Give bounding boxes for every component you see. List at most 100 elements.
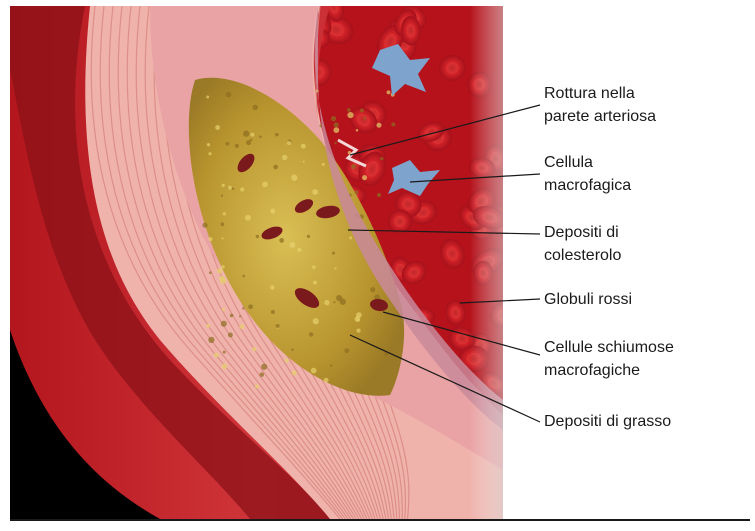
callout-foam-line2: macrofagiche bbox=[544, 359, 674, 382]
callout-foam-line1: Cellule schiumose bbox=[544, 336, 674, 359]
plaque-speckle bbox=[291, 175, 297, 181]
plaque-speckle bbox=[222, 363, 228, 369]
plaque-speckle bbox=[259, 372, 264, 377]
plaque-speckle bbox=[252, 347, 256, 351]
plaque-speckle bbox=[228, 333, 233, 338]
plaque-speckle bbox=[256, 235, 259, 238]
plaque-speckle bbox=[228, 186, 232, 190]
callout-cholesterol-line2: colesterolo bbox=[544, 244, 621, 267]
plaque-speckle bbox=[292, 370, 297, 375]
plaque-speckle bbox=[349, 236, 352, 239]
callout-rupture-line1: Rottura nella bbox=[544, 82, 656, 105]
plaque-speckle bbox=[245, 215, 251, 221]
plaque-speckle bbox=[301, 144, 306, 149]
plaque-speckle bbox=[208, 337, 214, 343]
plaque-speckle bbox=[303, 161, 305, 163]
plaque-speckle bbox=[391, 122, 395, 126]
plaque-speckle bbox=[273, 165, 278, 170]
plaque-speckle bbox=[221, 265, 224, 268]
plaque-speckle bbox=[248, 304, 253, 309]
callout-macrophage-line2: macrofagica bbox=[544, 174, 631, 197]
plaque-speckle bbox=[380, 157, 383, 160]
plaque-speckle bbox=[209, 237, 213, 241]
plaque-speckle bbox=[279, 238, 284, 243]
plaque-speckle bbox=[362, 175, 367, 180]
callout-cholesterol: Depositi di colesterolo bbox=[544, 221, 621, 267]
plaque-speckle bbox=[347, 112, 353, 118]
plaque-speckle bbox=[221, 195, 223, 197]
plaque-speckle bbox=[235, 144, 239, 148]
plaque-speckle bbox=[297, 248, 301, 252]
plaque-speckle bbox=[206, 324, 210, 328]
plaque-speckle bbox=[387, 90, 391, 94]
plaque-speckle bbox=[261, 364, 267, 370]
plaque-speckle bbox=[370, 287, 375, 292]
callout-rupture: Rottura nella parete arteriosa bbox=[544, 82, 656, 128]
plaque-speckle bbox=[270, 285, 275, 290]
plaque-speckle bbox=[202, 223, 207, 228]
plaque-speckle bbox=[270, 209, 275, 214]
plaque-speckle bbox=[330, 364, 332, 366]
plaque-speckle bbox=[357, 329, 361, 333]
plaque-speckle bbox=[255, 385, 259, 389]
plaque-speckle bbox=[271, 310, 275, 314]
plaque-speckle bbox=[250, 133, 254, 137]
plaque-speckle bbox=[357, 319, 360, 322]
plaque-speckle bbox=[242, 307, 244, 309]
plaque-speckle bbox=[223, 351, 226, 354]
plaque-speckle bbox=[225, 142, 229, 146]
callout-macrophage-line1: Cellula bbox=[544, 151, 631, 174]
plaque-speckle bbox=[208, 152, 211, 155]
callout-foam: Cellule schiumose macrofagiche bbox=[544, 336, 674, 382]
plaque-speckle bbox=[376, 123, 381, 128]
plaque-speckle bbox=[209, 271, 212, 274]
plaque-speckle bbox=[351, 164, 356, 169]
plaque-speckle bbox=[309, 332, 313, 336]
plaque-speckle bbox=[287, 141, 291, 145]
plaque-speckle bbox=[221, 222, 225, 226]
plaque-speckle bbox=[360, 109, 364, 113]
plaque-speckle bbox=[311, 368, 317, 374]
plaque-speckle bbox=[333, 127, 339, 133]
callout-rupture-line2: parete arteriosa bbox=[544, 105, 656, 128]
plaque-speckle bbox=[207, 143, 210, 146]
plaque-speckle bbox=[230, 314, 234, 318]
plaque-speckle bbox=[289, 242, 295, 248]
plaque-speckle bbox=[239, 315, 241, 317]
plaque-speckle bbox=[332, 252, 335, 255]
plaque-speckle bbox=[356, 129, 359, 132]
plaque-speckle bbox=[377, 193, 381, 197]
plaque-speckle bbox=[219, 276, 225, 282]
callout-fat-line1: Depositi di grasso bbox=[544, 410, 671, 433]
plaque-speckle bbox=[262, 182, 268, 188]
plaque-speckle bbox=[322, 163, 325, 166]
plaque-speckle bbox=[276, 324, 280, 328]
plaque-speckle bbox=[331, 116, 336, 121]
plaque-speckle bbox=[333, 301, 335, 303]
plaque-speckle bbox=[313, 281, 317, 285]
plaque-speckle bbox=[347, 108, 351, 112]
plaque-speckle bbox=[334, 122, 339, 127]
panel-right-shade bbox=[470, 6, 503, 519]
plaque-speckle bbox=[312, 189, 318, 195]
callout-rbc: Globuli rossi bbox=[544, 288, 632, 311]
plaque-speckle bbox=[222, 237, 224, 239]
bottom-border-line bbox=[10, 519, 750, 521]
plaque-speckle bbox=[313, 318, 319, 324]
plaque-speckle bbox=[340, 299, 346, 305]
plaque-speckle bbox=[239, 324, 244, 329]
plaque-speckle bbox=[250, 139, 253, 142]
plaque-speckle bbox=[240, 187, 244, 191]
plaque-speckle bbox=[344, 348, 349, 353]
plaque-speckle bbox=[222, 184, 225, 187]
plaque-speckle bbox=[312, 265, 316, 269]
plaque-speckle bbox=[221, 321, 227, 327]
callout-rbc-line1: Globuli rossi bbox=[544, 288, 632, 311]
plaque-speckle bbox=[253, 105, 258, 110]
plaque-speckle bbox=[334, 267, 336, 269]
plaque-speckle bbox=[206, 96, 209, 99]
plaque-speckle bbox=[285, 358, 289, 362]
plaque-speckle bbox=[275, 133, 279, 137]
